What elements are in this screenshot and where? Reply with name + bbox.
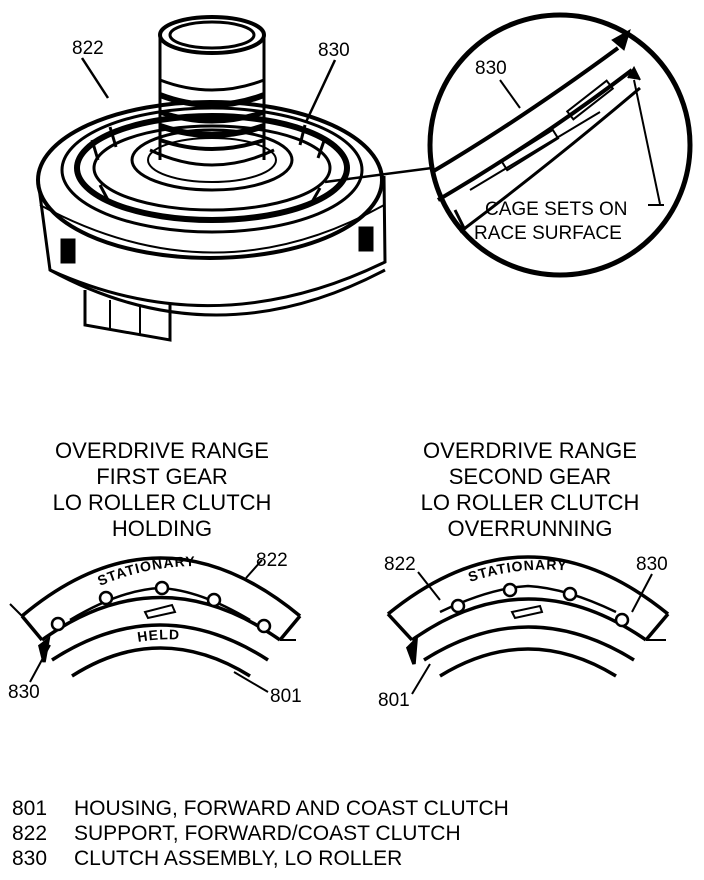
top-callout-leaders [80,57,433,184]
inset-note-line2: RACE SURFACE [474,223,622,244]
legend-code: 822 [12,821,48,845]
legend-text: HOUSING, FORWARD AND COAST CLUTCH [74,796,509,820]
legend-row: 830 CLUTCH ASSEMBLY, LO ROLLER [12,846,692,871]
left-leaders [29,559,269,693]
right-title-line4: OVERRUNNING [447,516,612,541]
right-title-line2: SECOND GEAR [449,464,612,489]
parts-legend: 801 HOUSING, FORWARD AND COAST CLUTCH 82… [12,796,692,871]
legend-text: SUPPORT, FORWARD/COAST CLUTCH [74,821,461,845]
callout-822-top: 822 [72,38,104,59]
right-callout-801: 801 [378,690,410,711]
inset-note-line1: CAGE SETS ON [485,199,628,220]
right-title-line1: OVERDRIVE RANGE [423,438,637,463]
right-view-title: OVERDRIVE RANGE SECOND GEAR LO ROLLER CL… [421,438,640,541]
right-cross-section [386,555,670,678]
legend-row: 801 HOUSING, FORWARD AND COAST CLUTCH [12,796,692,821]
left-title-line3: LO ROLLER CLUTCH [53,490,272,515]
callout-830-inset: 830 [475,58,507,79]
right-title-line3: LO ROLLER CLUTCH [421,490,640,515]
right-leaders [411,571,653,695]
left-title-line1: OVERDRIVE RANGE [55,438,269,463]
legend-text: CLUTCH ASSEMBLY, LO ROLLER [74,846,403,870]
left-outer-arc-label: STATIONARY [95,553,196,589]
left-callout-830: 830 [8,682,40,703]
legend-row: 822 SUPPORT, FORWARD/COAST CLUTCH [12,821,692,846]
left-inner-arc-label: HELD [136,626,180,645]
legend-code: 830 [12,846,48,870]
left-callout-822: 822 [256,550,288,571]
right-callout-830: 830 [636,554,668,575]
right-callout-822: 822 [384,554,416,575]
detail-inset [427,12,693,278]
left-view-title: OVERDRIVE RANGE FIRST GEAR LO ROLLER CLU… [53,438,272,541]
clutch-support-assembly [36,15,387,342]
legend-code: 801 [12,796,48,820]
right-outer-arc-label: STATIONARY [466,557,568,585]
inset-leaders [499,65,664,206]
left-cross-section [9,556,302,678]
left-title-line2: FIRST GEAR [96,464,228,489]
callout-830-top: 830 [318,40,350,61]
left-callout-801: 801 [270,686,302,707]
left-title-line4: HOLDING [112,516,212,541]
